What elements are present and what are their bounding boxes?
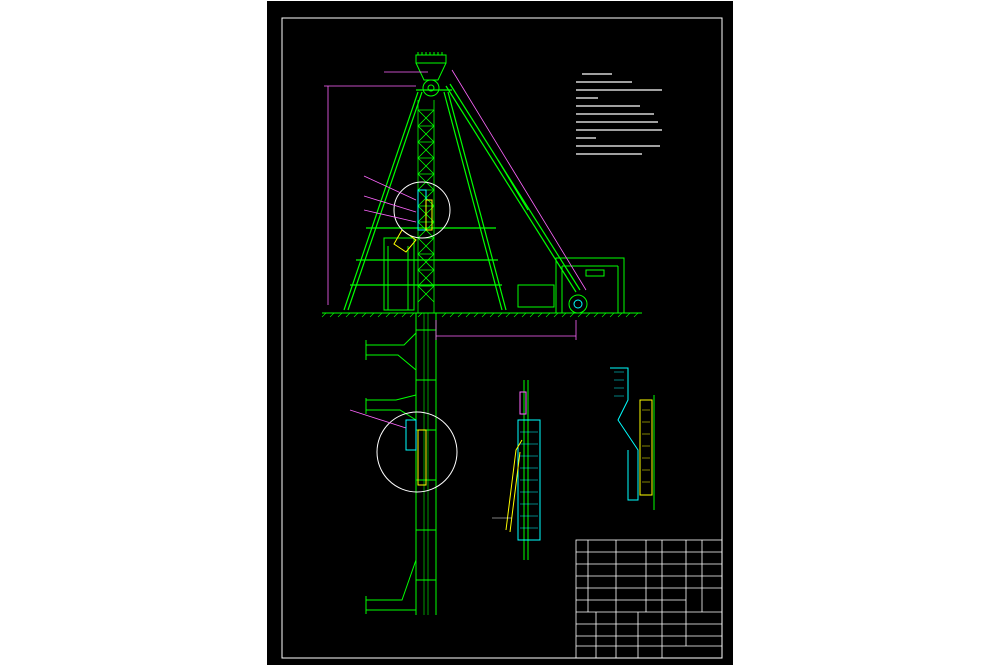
sheave-platform	[415, 52, 447, 97]
headframe-legs	[343, 89, 507, 311]
hoist-house	[517, 257, 625, 314]
detail-circles	[376, 181, 458, 493]
title-block	[575, 539, 723, 659]
cad-drawing	[266, 0, 734, 666]
left-building	[383, 237, 415, 311]
inner-frame	[281, 17, 723, 659]
notes-block	[576, 73, 662, 155]
outer-frame	[266, 0, 734, 666]
shaft-components	[393, 189, 433, 486]
drawing-sheet	[266, 0, 734, 666]
back-stay	[445, 83, 581, 293]
dimension-lines	[324, 69, 587, 429]
detail-view-2	[610, 367, 655, 510]
detail-view-1	[492, 380, 541, 560]
ground-line	[321, 312, 642, 318]
